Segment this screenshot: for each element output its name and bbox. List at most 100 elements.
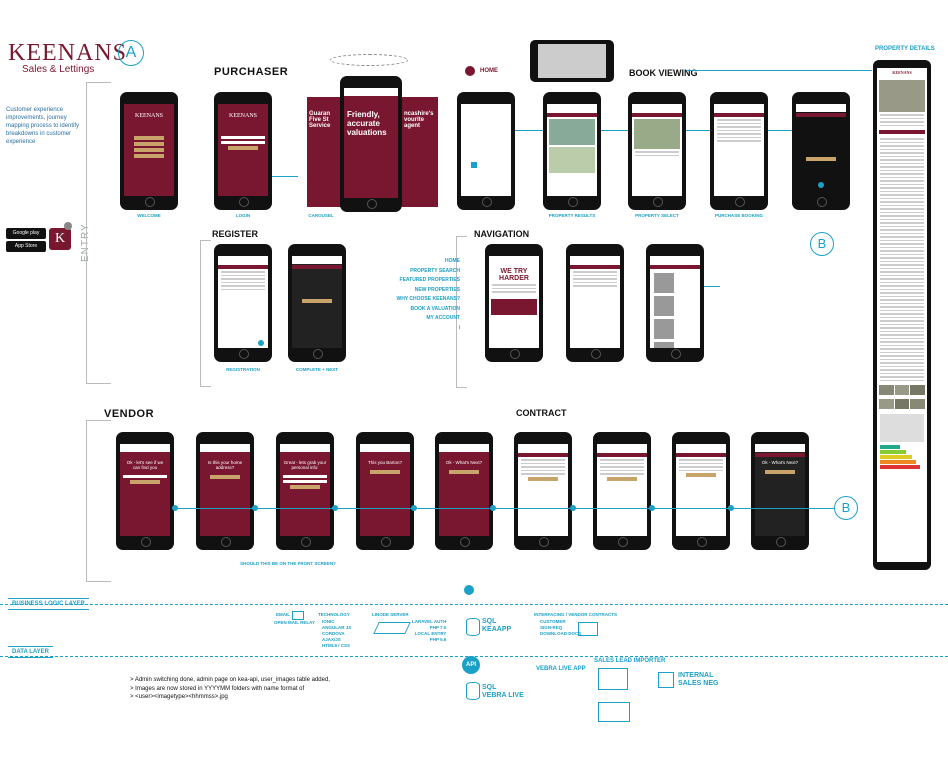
- carousel-card-left: Guaran Five St Service: [307, 97, 345, 207]
- linode-label: LINODE SERVER: [372, 612, 409, 617]
- vendor-next-screen: Ok - What's Next?: [435, 432, 493, 550]
- welcome-btn-4[interactable]: [134, 154, 164, 158]
- vendor-bracket: [86, 420, 111, 582]
- home-marker-icon: [465, 66, 475, 76]
- vendor-caption: SHOULD THIS BE ON THE FRONT SCREEN?: [240, 561, 336, 566]
- nav-my-account[interactable]: MY ACCOUNT: [426, 315, 460, 321]
- vendor-dot-6: [570, 505, 576, 511]
- booking-dot: [818, 182, 824, 188]
- sql-vebra-label: SQL VEBRA LIVE: [482, 684, 524, 699]
- carousel-text-left: Guaran Five St Service: [309, 111, 331, 129]
- interfacing-label: INTERFACING / VENDOR CONTRACTS: [534, 612, 618, 617]
- welcome-btn-1[interactable]: [134, 136, 164, 140]
- vendor-text-5: Ok - What's Next?: [445, 460, 483, 465]
- caption-registration: REGISTRATION: [226, 367, 260, 372]
- property-select-screen: [628, 92, 686, 210]
- nav-featured-properties[interactable]: FEATURED PROPERTIES: [399, 277, 460, 283]
- sales-lead-importer-label: SALES LEAD IMPORTER: [594, 658, 666, 664]
- vendor-text-2: Is this your home address?: [207, 460, 243, 470]
- register-bracket: [200, 240, 211, 387]
- intro-text: Customer experience improvements, journe…: [6, 107, 80, 145]
- vendor-text-4: This you Barton?: [367, 460, 403, 465]
- vendor-final-screen: Ok - What's Next?: [751, 432, 809, 550]
- vendor-dot-1: [172, 505, 178, 511]
- email-label: EMAIL: [276, 612, 290, 617]
- api-icon: API: [462, 656, 480, 674]
- user-icon: [658, 672, 674, 688]
- email-sub-label: OPEN MAIL RELAY: [274, 620, 316, 625]
- complete-next-screen: [288, 244, 346, 362]
- nav-property-search[interactable]: PROPERTY SEARCH: [410, 267, 460, 274]
- vendor-confirm-screen: This you Barton?: [356, 432, 414, 550]
- dev-notes: > Admin switching done, admin page on ke…: [130, 677, 330, 700]
- business-layer-line: [0, 604, 948, 605]
- carousel-text-right: ncashire's vourite agent: [404, 111, 434, 129]
- carousel-orbit: [330, 54, 408, 66]
- sql-keaapp-db-icon: [466, 618, 480, 636]
- featured-arrow: [704, 286, 720, 287]
- keenans-app-icon: K: [49, 228, 71, 250]
- welcome-screen: KEENANS: [120, 92, 178, 210]
- data-layer-label: DATA LAYER: [8, 646, 54, 658]
- property-details-screen: KEENANS: [873, 60, 931, 570]
- nav-new-properties[interactable]: NEW PROPERTIES: [414, 286, 460, 293]
- vendor-dot-2: [252, 505, 258, 511]
- navigation-heading: NAVIGATION: [474, 229, 530, 239]
- welcome-btn-3[interactable]: [134, 148, 164, 152]
- caption-welcome: WELCOME: [137, 213, 161, 218]
- nav-why-choose[interactable]: WHY CHOOSE KEENANS?: [396, 296, 460, 302]
- carousel-text-main: Friendly, accurate valuations: [347, 110, 387, 137]
- brand-logo: KEENANS: [8, 40, 127, 66]
- caption-purchase-booking: PURCHASE BOOKING: [714, 213, 763, 218]
- vendor-find-screen: Ok - let's see if we can find you: [116, 432, 174, 550]
- book-viewing-heading: BOOK VIEWING: [629, 68, 698, 78]
- purchaser-bracket: [86, 82, 111, 384]
- contract-screen-1: [514, 432, 572, 550]
- nav-book-valuation[interactable]: BOOK A VALUATION: [410, 305, 460, 312]
- home-menu-screen: [457, 92, 515, 210]
- vendor-text-9: Ok - What's Next?: [761, 460, 799, 465]
- vebra-live-app-label: VEBRA LIVE APP: [536, 666, 586, 672]
- to-property-details-line: [686, 70, 872, 71]
- navigation-bracket: [456, 236, 467, 388]
- carousel-card-right: ncashire's vourite agent: [402, 97, 438, 207]
- table-grid-icon: [598, 702, 630, 722]
- vendor-address-screen: Is this your home address?: [196, 432, 254, 550]
- nav-info[interactable]: i: [458, 324, 460, 331]
- business-layer-label: BUSINESS LOGIC LAYER: [8, 598, 89, 610]
- featured-properties-screen: [646, 244, 704, 362]
- sql-keaapp-label: SQL KEAAPP: [482, 618, 512, 633]
- property-details-heading: PROPERTY DETAILS: [875, 46, 935, 52]
- why-choose-headline: WE TRY HARDER: [499, 268, 529, 282]
- connector-b-bottom: B: [834, 496, 858, 520]
- vendor-dot-7: [649, 505, 655, 511]
- contracts-icon: [578, 622, 598, 636]
- vendor-dot-5: [490, 505, 496, 511]
- vendor-flow-line: [174, 508, 836, 509]
- brand-subtitle: Sales & Lettings: [22, 64, 95, 75]
- booking-to-confirm-line: [768, 130, 792, 131]
- google-play-badge[interactable]: Google play: [6, 228, 46, 239]
- navigation-menu-list: HOME PROPERTY SEARCH FEATURED PROPERTIES…: [380, 257, 460, 333]
- app-store-badge[interactable]: App Store: [6, 241, 46, 252]
- caption-login: LOGIN: [235, 213, 251, 218]
- technology-label: TECHNOLOGY: [318, 612, 350, 617]
- register-dot: [258, 340, 264, 346]
- nav-home[interactable]: HOME: [445, 258, 460, 264]
- vendor-dot-4: [411, 505, 417, 511]
- welcome-btn-2[interactable]: [134, 142, 164, 146]
- server-icon: [373, 622, 411, 634]
- select-to-booking-line: [686, 130, 710, 131]
- registration-screen: [214, 244, 272, 362]
- vendor-dot-8: [728, 505, 734, 511]
- vendor-text-1: Ok - let's see if we can find you: [126, 460, 164, 470]
- upload-icon: [464, 585, 474, 595]
- home-marker-label: HOME: [480, 68, 498, 74]
- login-screen: KEENANS: [214, 92, 272, 210]
- caption-carousel: CAROUSEL: [308, 213, 334, 218]
- vendor-text-3: Great - lets grab your personal info:: [283, 460, 327, 470]
- email-icon: [292, 611, 304, 620]
